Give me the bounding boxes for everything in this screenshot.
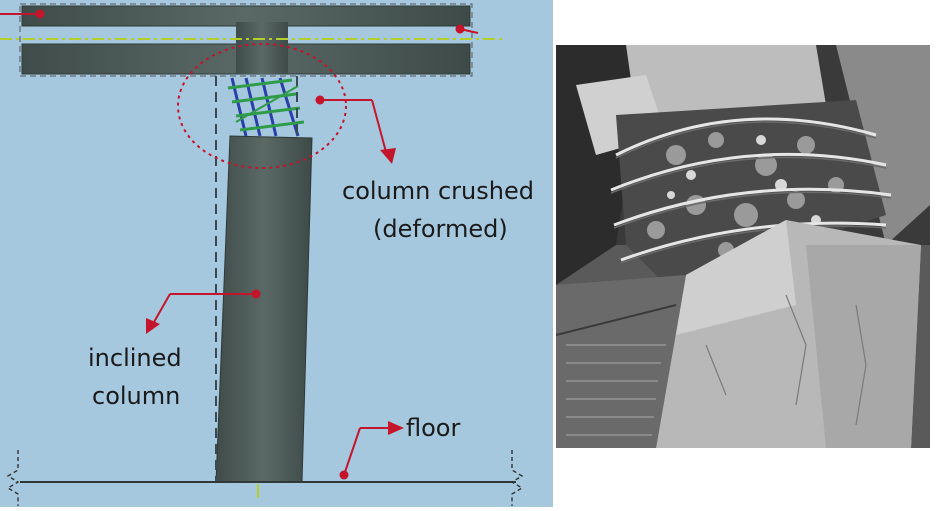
label-column-crushed: column crushed: [342, 177, 534, 205]
floor-line: [6, 450, 524, 506]
diagram-canvas: [0, 0, 553, 507]
label-column: column: [92, 382, 181, 410]
label-floor: floor: [406, 414, 461, 442]
column-failure-diagram: column crushed (deformed) inclined colum…: [0, 0, 553, 507]
damaged-column-spiral-rebar-photo-icon: [555, 45, 930, 448]
damage-photo: [555, 45, 930, 448]
inclined-column: [215, 135, 313, 483]
marker-beam-right: [455, 24, 479, 34]
marker-inclined-column: [146, 289, 261, 334]
original-column-outline: [215, 76, 298, 482]
marker-beam-left: [0, 9, 45, 19]
beam-slab: [19, 3, 473, 77]
marker-floor: [339, 421, 404, 480]
crush-zone-circle: [177, 43, 347, 169]
exposed-rebar: [227, 77, 305, 137]
label-deformed: (deformed): [373, 215, 508, 243]
label-inclined: inclined: [88, 344, 182, 372]
marker-column-crushed: [315, 95, 396, 164]
